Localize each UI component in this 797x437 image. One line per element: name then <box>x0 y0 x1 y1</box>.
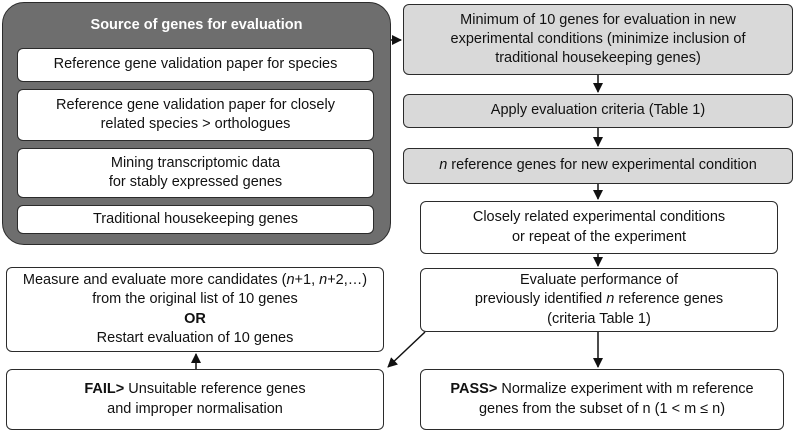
pass-text: PASS> Normalize experiment with m refere… <box>450 381 754 417</box>
evaluate-performance-text: Evaluate performance of previously ident… <box>474 272 724 327</box>
source-item-label: Reference gene validation paper for clos… <box>56 96 335 132</box>
measure-more-box: Measure and evaluate more candidates (n+… <box>6 267 384 352</box>
source-panel: Source of genes for evaluation Reference… <box>2 2 391 245</box>
fail-box: FAIL> Unsuitable reference genes and imp… <box>6 369 384 430</box>
min-genes-text: Minimum of 10 genes for evaluation in ne… <box>450 11 746 67</box>
source-item-label: Traditional housekeeping genes <box>92 210 299 227</box>
apply-criteria-text: Apply evaluation criteria (Table 1) <box>490 102 706 119</box>
apply-criteria-box: Apply evaluation criteria (Table 1) <box>403 94 793 128</box>
evaluate-performance-box: Evaluate performance of previously ident… <box>420 268 778 332</box>
min-genes-box: Minimum of 10 genes for evaluation in ne… <box>403 4 793 75</box>
arrow-evaluate-to-fail <box>387 331 426 368</box>
pass-box: PASS> Normalize experiment with m refere… <box>420 369 784 430</box>
source-item-related-species: Reference gene validation paper for clos… <box>17 89 374 141</box>
n-reference-genes-box: n reference genes for new experimental c… <box>403 148 793 184</box>
source-item-housekeeping: Traditional housekeeping genes <box>17 205 374 234</box>
measure-more-text: Measure and evaluate more candidates (n+… <box>22 272 368 346</box>
fail-text: FAIL> Unsuitable reference genes and imp… <box>84 381 306 417</box>
source-item-species: Reference gene validation paper for spec… <box>17 48 374 82</box>
n-reference-genes-text: n reference genes for new experimental c… <box>439 157 757 174</box>
source-title: Source of genes for evaluation <box>90 17 303 33</box>
source-item-label: Reference gene validation paper for spec… <box>53 56 338 73</box>
